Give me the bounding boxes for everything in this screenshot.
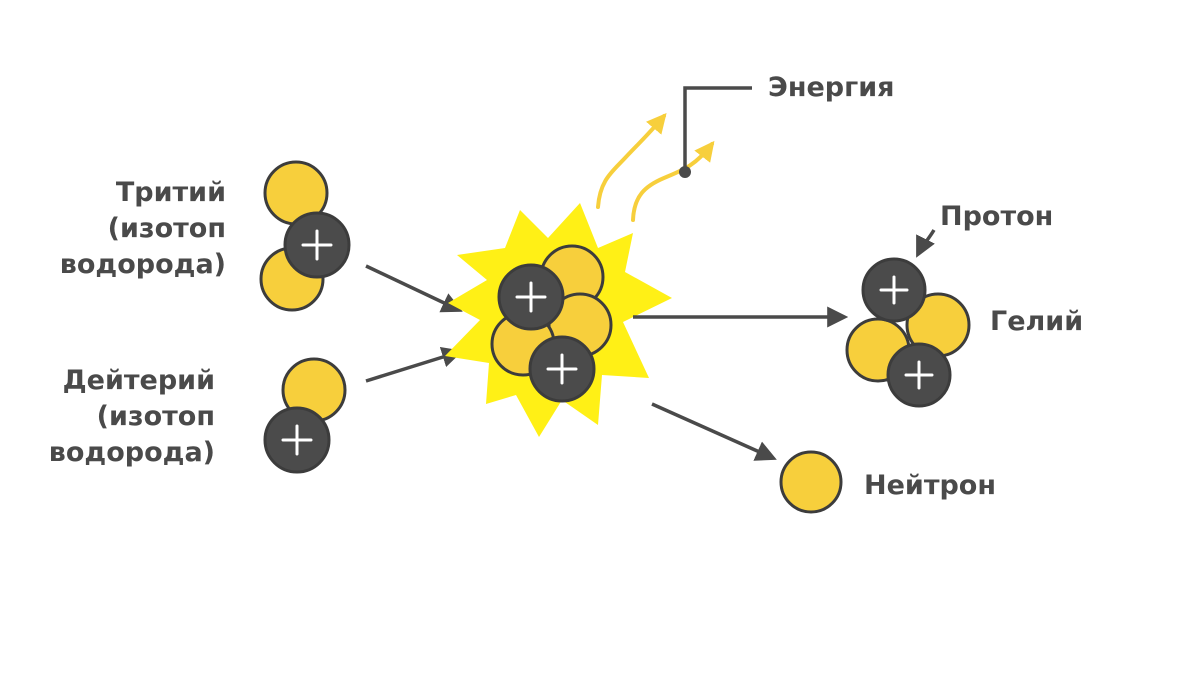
tritium-label-line-1: Тритий [60, 175, 226, 211]
proton-label: Протон [940, 199, 1053, 235]
arrow-icon [366, 352, 459, 381]
deuterium-label: Дейтерий (изотоп водорода) [49, 363, 215, 471]
proton-pointer [918, 230, 934, 254]
tritium-label: Тритий (изотоп водорода) [60, 175, 226, 283]
energy-wave-icon [598, 116, 664, 207]
deuterium-label-line-3: водорода) [49, 435, 215, 471]
arrow-icon [366, 266, 459, 310]
neutron-icon [781, 452, 841, 512]
deuterium-nucleus [265, 359, 345, 472]
helium-nucleus [847, 259, 969, 406]
energy-label: Энергия [768, 70, 894, 106]
arrow-icon [652, 404, 773, 458]
deuterium-label-line-2: (изотоп [49, 399, 215, 435]
tritium-label-line-2: (изотоп [60, 211, 226, 247]
energy-pointer-dot [679, 166, 691, 178]
neutron-label: Нейтрон [864, 468, 996, 504]
energy-wave-icon [633, 144, 712, 220]
tritium-nucleus [261, 162, 349, 310]
helium-label: Гелий [990, 304, 1083, 340]
tritium-label-line-3: водорода) [60, 247, 226, 283]
deuterium-label-line-1: Дейтерий [49, 363, 215, 399]
